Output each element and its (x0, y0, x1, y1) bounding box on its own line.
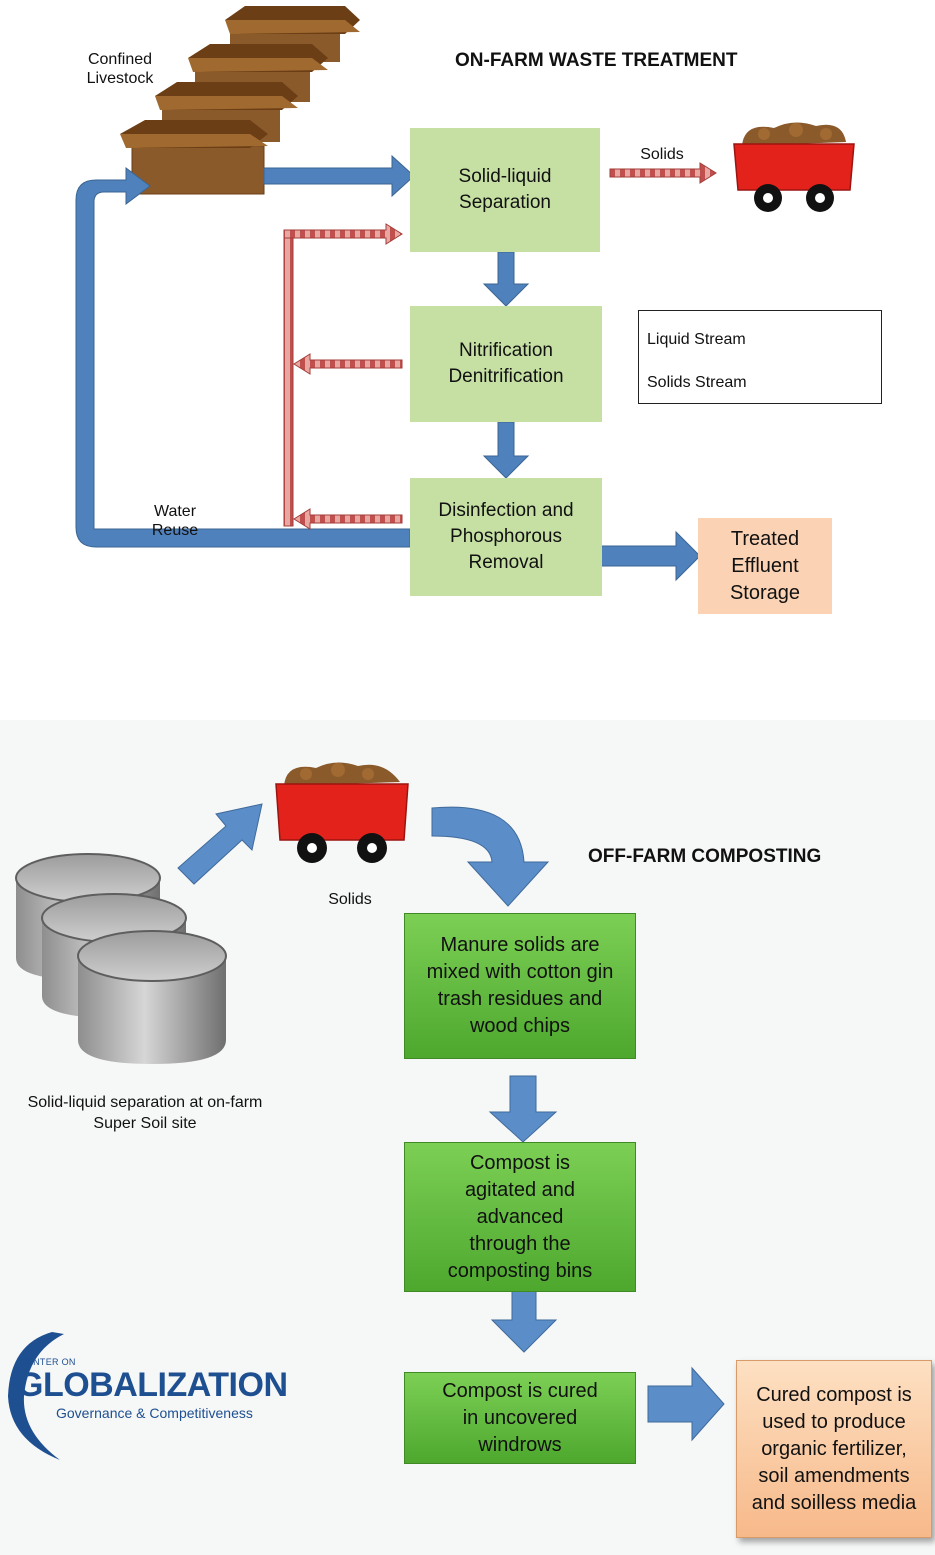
arrow-icon (488, 1075, 558, 1143)
arrow-icon (293, 508, 403, 530)
arrow-icon (647, 1366, 725, 1442)
logo-small-text: CENTER ON (20, 1357, 76, 1367)
liquid-arrows-bottom (177, 803, 725, 1442)
arrow-icon (482, 251, 530, 307)
arrow-icon (293, 353, 403, 375)
legend-solids-label: Solids Stream (647, 374, 747, 391)
livestock-label: Confined Livestock (86, 51, 154, 87)
cart-icon (733, 122, 855, 212)
nitrification-box: Nitrification Denitrification (410, 306, 602, 422)
arrow-icon (609, 162, 717, 184)
separation-box: Solid-liquid Separation (410, 128, 600, 252)
cart-icon (275, 762, 409, 863)
treated-effluent-box: Treated Effluent Storage (698, 518, 832, 614)
arrow-icon (177, 803, 263, 885)
storage-tank-icon (15, 853, 227, 1064)
water-reuse-label: Water Reuse (151, 503, 199, 539)
arrow-icon (283, 223, 403, 245)
arrow-icon (431, 806, 550, 907)
arrow-icon (482, 421, 530, 479)
tanks-label: Solid-liquid separation at on-farm Super… (27, 1094, 263, 1132)
logo-main-text: GLOBALIZATION (17, 1366, 288, 1404)
agitate-box: Compost is agitated and advanced through… (404, 1142, 636, 1292)
on-farm-title: ON-FARM WASTE TREATMENT (455, 50, 738, 71)
disinfection-box: Disinfection and Phosphorous Removal (410, 478, 602, 596)
arrow-icon (599, 530, 701, 582)
logo-sub-text: Governance & Competitiveness (56, 1405, 253, 1421)
cure-box: Compost is cured in uncovered windrows (404, 1372, 636, 1464)
solids-label-bottom: Solids (328, 891, 372, 908)
mix-box: Manure solids are mixed with cotton gin … (404, 913, 636, 1059)
solids-label-top: Solids (640, 146, 684, 163)
logo-swoosh-icon (8, 1332, 64, 1460)
off-farm-title: OFF-FARM COMPOSTING (588, 846, 822, 867)
arrow-icon (263, 154, 415, 198)
legend-liquid-label: Liquid Stream (647, 331, 746, 348)
livestock-barn-icon (120, 6, 360, 195)
use-box: Cured compost is used to produce organic… (736, 1360, 932, 1538)
legend: Liquid Stream Solids Stream (638, 310, 882, 404)
